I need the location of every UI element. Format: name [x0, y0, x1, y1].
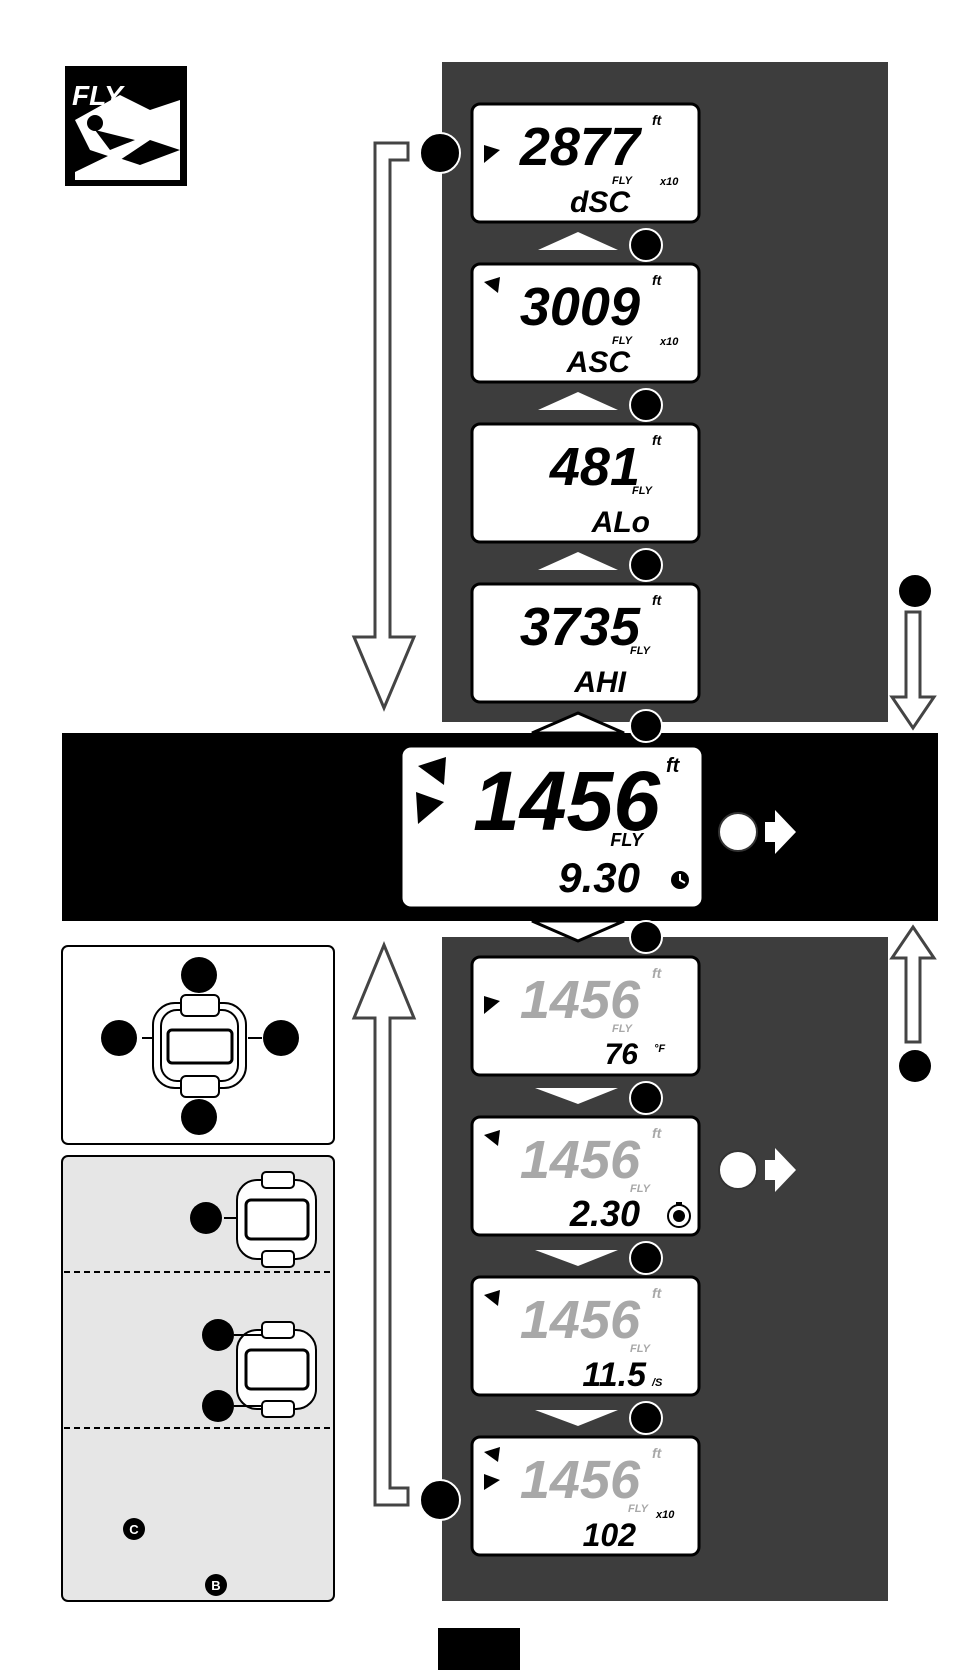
svg-text:102: 102 — [583, 1517, 637, 1553]
screen-asc: 3009 ft FLY x10 ASC — [472, 264, 699, 382]
svg-text:FLY: FLY — [632, 485, 654, 497]
svg-text:ft: ft — [652, 1285, 663, 1301]
combo-legend: C B — [62, 1156, 334, 1601]
svg-text:FLY: FLY — [628, 1503, 650, 1515]
button-marker-right-top — [899, 575, 931, 607]
svg-text:x10: x10 — [659, 336, 679, 348]
svg-text:2.30: 2.30 — [569, 1193, 640, 1234]
right-down-arrow — [892, 612, 934, 728]
svg-text:ft: ft — [652, 1125, 663, 1141]
svg-text:3009: 3009 — [520, 277, 640, 337]
screen-main: 1456 ft FLY 9.30 — [401, 746, 703, 908]
svg-text:1456: 1456 — [520, 1130, 641, 1190]
scroll-up-arrow — [354, 143, 414, 708]
button-marker-right-bottom — [899, 1050, 931, 1082]
screen-temp: 1456 ft FLY 76 °F — [472, 957, 699, 1075]
svg-text:°F: °F — [654, 1043, 665, 1055]
svg-text:ft: ft — [652, 1445, 663, 1461]
scroll-down-arrow — [354, 945, 414, 1505]
svg-text:76: 76 — [605, 1038, 639, 1071]
stopwatch-icon — [671, 871, 689, 889]
screen-ahi: 3735 ft FLY AHI — [472, 584, 699, 702]
svg-text:1456: 1456 — [520, 1450, 641, 1510]
svg-text:ft: ft — [652, 112, 663, 128]
screen-alo: 481 ft FLY ALo — [472, 424, 699, 542]
svg-text:1456: 1456 — [520, 1290, 641, 1350]
screen-dsc: 2877 ft FLY x10 dSC — [472, 104, 699, 222]
svg-text:x10: x10 — [659, 176, 679, 188]
page-tab — [438, 1628, 520, 1670]
button-marker-timer — [719, 1151, 757, 1189]
svg-text:1456: 1456 — [520, 970, 641, 1030]
svg-text:/S: /S — [651, 1377, 663, 1389]
svg-text:2877: 2877 — [519, 117, 643, 177]
screen-speed: 1456 ft FLY 11.5 /S — [472, 1277, 699, 1395]
svg-text:ASC: ASC — [566, 346, 632, 379]
right-up-arrow — [892, 927, 934, 1042]
button-legend — [62, 946, 334, 1144]
svg-text:ft: ft — [652, 432, 663, 448]
fly-logo: FLY — [65, 66, 187, 186]
svg-text:ft: ft — [652, 592, 663, 608]
button-marker-main — [719, 813, 757, 851]
svg-text:C: C — [129, 1522, 139, 1537]
marker-b: B — [205, 1574, 227, 1596]
svg-text:481: 481 — [549, 437, 640, 497]
svg-text:9.30: 9.30 — [558, 854, 640, 901]
svg-text:FLY: FLY — [630, 1343, 652, 1355]
svg-text:FLY: FLY — [610, 830, 645, 850]
svg-text:ft: ft — [652, 965, 663, 981]
svg-text:ft: ft — [652, 272, 663, 288]
svg-text:FLY: FLY — [612, 1023, 634, 1035]
screen-vario: 1456 ft FLY 102 x10 — [472, 1437, 699, 1555]
logo-text: FLY — [72, 80, 125, 111]
svg-text:3735: 3735 — [520, 597, 641, 657]
svg-text:11.5: 11.5 — [582, 1356, 647, 1394]
svg-text:ft: ft — [666, 755, 681, 777]
svg-text:B: B — [211, 1578, 220, 1593]
svg-text:dSC: dSC — [570, 186, 631, 219]
svg-text:ALo: ALo — [591, 506, 650, 539]
svg-text:x10: x10 — [655, 1509, 675, 1521]
marker-c: C — [123, 1518, 145, 1540]
svg-text:FLY: FLY — [630, 645, 652, 657]
screen-timer: 1456 ft FLY 2.30 — [472, 1117, 699, 1235]
svg-text:AHI: AHI — [573, 666, 626, 699]
